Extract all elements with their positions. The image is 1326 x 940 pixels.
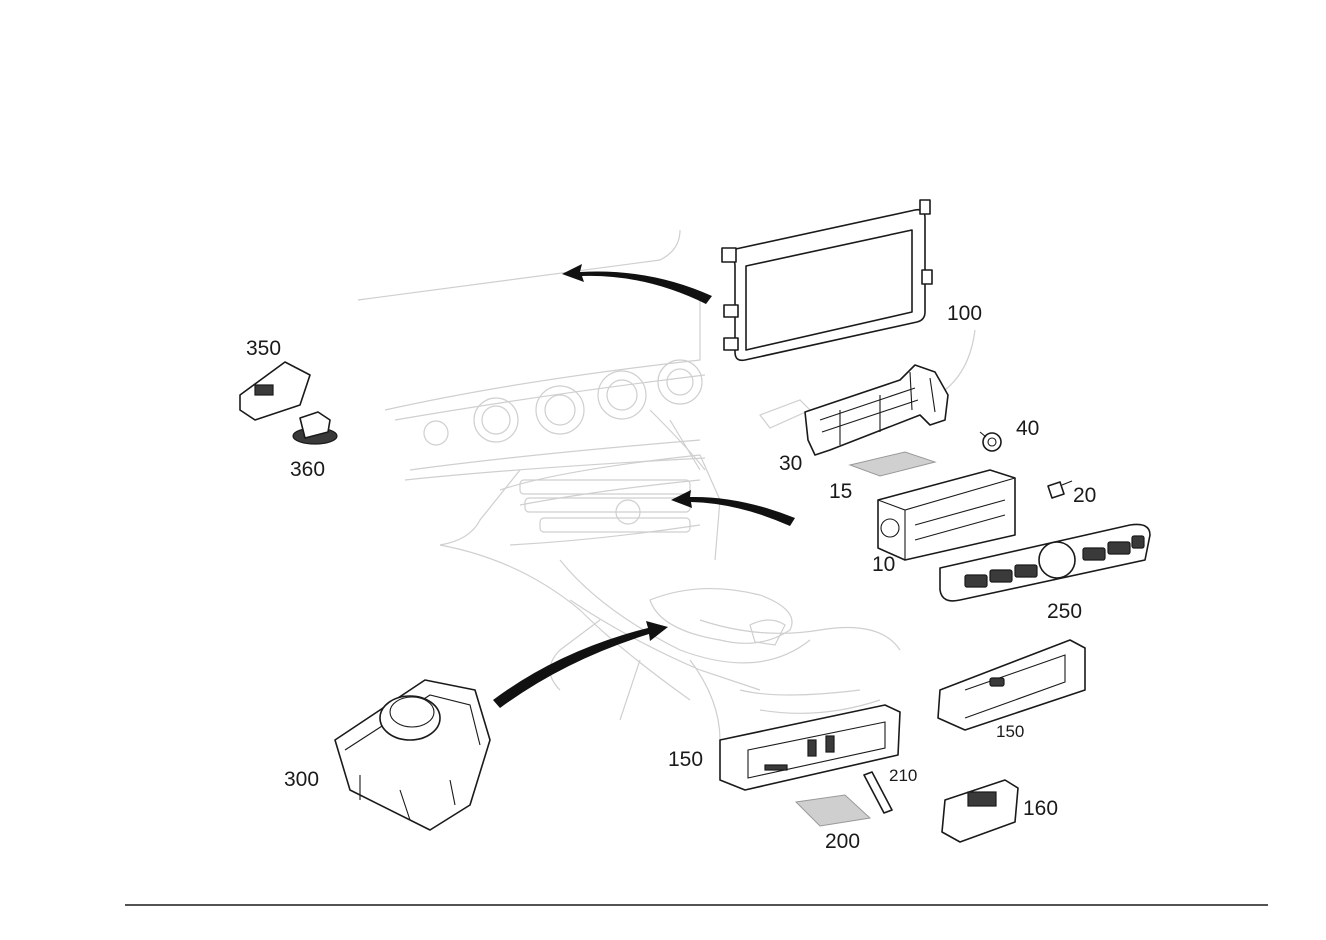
callout-30: 30 <box>779 452 802 475</box>
callout-15: 15 <box>829 480 852 503</box>
media-interface-left-part <box>719 704 901 791</box>
callout-150-right: 150 <box>996 722 1024 741</box>
callout-40: 40 <box>1016 417 1039 440</box>
part-350 <box>239 361 311 421</box>
arrow-to-display <box>562 264 712 304</box>
screw-20-part <box>1047 480 1073 499</box>
arrow-to-controller <box>493 621 668 708</box>
fastener-40-part <box>979 431 1002 452</box>
callout-10: 10 <box>872 553 895 576</box>
callout-160: 160 <box>1023 797 1058 820</box>
part-360 <box>292 411 338 445</box>
callout-250: 250 <box>1047 600 1082 623</box>
part-200 <box>794 794 872 827</box>
callout-100: 100 <box>947 302 982 325</box>
callout-150-left: 150 <box>668 748 703 771</box>
head-unit-part <box>877 469 1016 561</box>
media-interface-right-part <box>937 639 1086 731</box>
part-160 <box>941 779 1019 843</box>
callout-350: 350 <box>246 337 281 360</box>
callout-300: 300 <box>284 768 319 791</box>
touchpad-controller-part <box>334 679 491 831</box>
mounting-bracket-part <box>804 364 949 456</box>
callout-20: 20 <box>1073 484 1096 507</box>
callout-200: 200 <box>825 830 860 853</box>
callout-360: 360 <box>290 458 325 481</box>
arrow-to-console <box>671 490 795 526</box>
module-15-part <box>848 451 937 477</box>
callout-210: 210 <box>889 766 917 785</box>
part-210 <box>863 771 893 814</box>
switch-panel-part <box>939 523 1151 602</box>
display-screen-part <box>721 199 933 362</box>
